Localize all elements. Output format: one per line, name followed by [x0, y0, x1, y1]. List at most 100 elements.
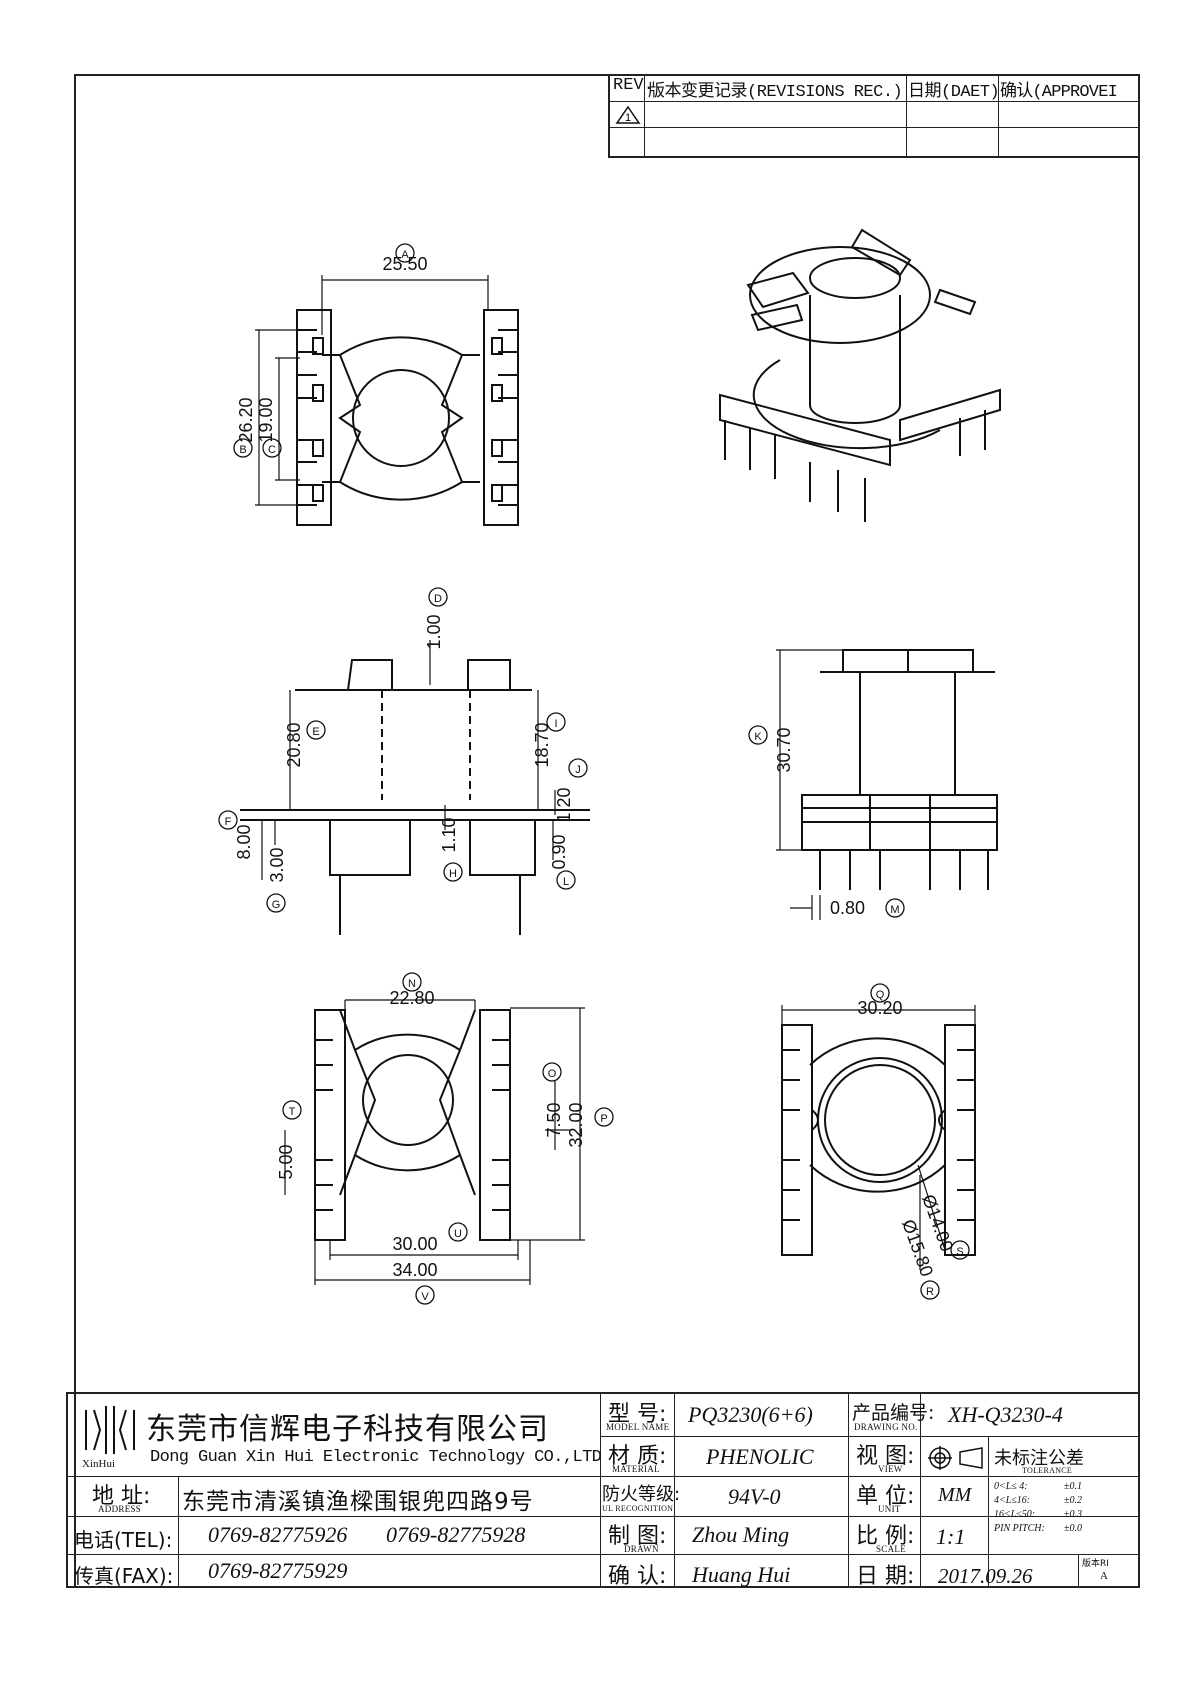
isometric-view [719, 228, 1001, 522]
projection-symbol-icon [928, 1446, 983, 1470]
callout-F: F [225, 816, 232, 828]
material-label: 材 质: [608, 1444, 667, 1469]
callout-K: K [754, 731, 762, 743]
scale-value: 1:1 [936, 1524, 966, 1549]
address-value: 东莞市清溪镇渔樑围银兜四路9号 [182, 1489, 534, 1515]
dim-I: 18.70 [532, 722, 552, 767]
dim-U: 30.00 [392, 1234, 437, 1254]
callout-V: V [421, 1291, 429, 1303]
tol-value: ±0.1 [1064, 1481, 1082, 1492]
address-label-en: ADDRESS [98, 1504, 142, 1514]
dim-D: 1.00 [424, 614, 444, 649]
unit-label: 单 位: [856, 1484, 915, 1509]
callout-C: C [268, 444, 276, 456]
date-value: 2017.09.26 [938, 1564, 1033, 1588]
callout-N: N [408, 978, 416, 990]
dim-K: 30.70 [774, 727, 794, 772]
revisions-header: 版本变更记录(REVISIONS REC.) [648, 83, 903, 102]
logo-text: XinHui [82, 1458, 115, 1470]
date-header: 日期(DAET) [908, 83, 1000, 102]
tolerance-label: 未标注公差 [994, 1448, 1084, 1469]
scale-label: 比 例: [856, 1524, 915, 1549]
dim-B: 26.20 [236, 397, 256, 442]
callout-O: O [548, 1068, 557, 1080]
bottom-right-view [781, 1005, 976, 1270]
tol-range: 4<L≤16: [994, 1495, 1031, 1506]
fax-label: 传真(FAX): [74, 1564, 174, 1588]
dim-H: 1.10 [439, 817, 459, 852]
unit-value: MM [938, 1484, 972, 1506]
company-cn: 东莞市信辉电子科技有限公司 [146, 1412, 549, 1447]
ul-label: 防火等级: [602, 1484, 681, 1505]
callout-T: T [289, 1106, 296, 1118]
front-view [776, 649, 998, 920]
version-label: 版本RI [1082, 1559, 1109, 1569]
drawing-no-value: XH-Q3230-4 [948, 1402, 1063, 1427]
bottom-view [284, 999, 585, 1285]
model-label: 型 号: [608, 1402, 667, 1427]
callout-L: L [563, 876, 569, 888]
ul-label-en: UL RECOGNITION [602, 1504, 674, 1513]
dim-G: 3.00 [267, 847, 287, 882]
material-label-en: MATERIAL [612, 1464, 660, 1474]
model-value: PQ3230(6+6) [688, 1402, 813, 1427]
ul-value: 94V-0 [728, 1484, 781, 1509]
side-view [240, 640, 590, 935]
rev-header: REV. [613, 76, 654, 95]
tol-range: 16<L≤50: [994, 1509, 1036, 1520]
callout-Q: Q [876, 989, 885, 1001]
tel-value-2: 0769-82775928 [386, 1522, 526, 1547]
callout-G: G [272, 899, 281, 911]
dim-C: 19.00 [256, 397, 276, 442]
dim-P: 32.00 [566, 1102, 586, 1147]
approve-header: 确认(APPROVEI [1000, 83, 1118, 102]
tol-value: ±0.2 [1064, 1495, 1082, 1506]
dim-A: 25.50 [382, 254, 427, 274]
callouts: A B C D E F G H I J K L M N O P Q R S T … [218, 243, 970, 1305]
drawn-label: 制 图: [608, 1524, 667, 1549]
confirm-label: 确 认: [608, 1564, 667, 1589]
tol-value: ±0.0 [1064, 1523, 1082, 1534]
top-view [255, 275, 519, 526]
dim-O: 7.50 [544, 1102, 564, 1137]
dim-T: 5.00 [276, 1144, 296, 1179]
dim-E: 20.80 [284, 722, 304, 767]
svg-text:1: 1 [625, 112, 631, 124]
callout-B: B [239, 444, 246, 456]
callout-H: H [449, 868, 457, 880]
scale-label-en: SCALE [876, 1544, 907, 1554]
drawing-no-label-en: DRAWING NO. [854, 1422, 918, 1432]
dim-V: 34.00 [392, 1260, 437, 1280]
dim-N: 22.80 [389, 988, 434, 1008]
dim-L: 0.90 [549, 834, 569, 869]
confirm-value: Huang Hui [692, 1562, 791, 1587]
tol-range: 0<L≤ 4: [994, 1481, 1028, 1492]
address-label: 地 址: [92, 1484, 151, 1509]
drawing-no-label: 产品编号: [852, 1402, 935, 1424]
callout-D: D [434, 593, 442, 605]
tol-value: ±0.3 [1064, 1509, 1082, 1520]
callout-R: R [926, 1286, 934, 1298]
tol-range: PIN PITCH: [994, 1523, 1045, 1534]
xinhui-logo-icon [85, 1406, 135, 1454]
callout-U: U [454, 1228, 462, 1240]
view-label: 视 图: [856, 1444, 915, 1469]
drawn-label-en: DRAWN [624, 1544, 659, 1554]
title-block: XinHui 东莞市信辉电子科技有限公司 Dong Guan Xin Hui E… [66, 1392, 1140, 1589]
revision-triangle-icon: 1 [615, 105, 641, 124]
company-en: Dong Guan Xin Hui Electronic Technology … [150, 1448, 602, 1467]
fax-value: 0769-82775929 [208, 1558, 348, 1583]
callout-E: E [312, 726, 319, 738]
callout-J: J [575, 764, 581, 776]
material-value: PHENOLIC [706, 1444, 814, 1469]
callout-S: S [956, 1246, 963, 1258]
tel-value-1: 0769-82775926 [208, 1522, 348, 1547]
dim-M: 0.80 [830, 898, 865, 918]
tolerance-table: 0<L≤ 4: ±0.1 4<L≤16: ±0.2 16<L≤50: ±0.3 PIN… [994, 1480, 1134, 1536]
version-value: A [1100, 1570, 1108, 1582]
view-label-en: VIEW [878, 1464, 903, 1474]
dim-J: 1.20 [554, 787, 574, 822]
revision-table: REV. 版本变更记录(REVISIONS REC.) 日期(DAET) 确认(… [608, 74, 1140, 158]
drawn-value: Zhou Ming [692, 1522, 790, 1547]
